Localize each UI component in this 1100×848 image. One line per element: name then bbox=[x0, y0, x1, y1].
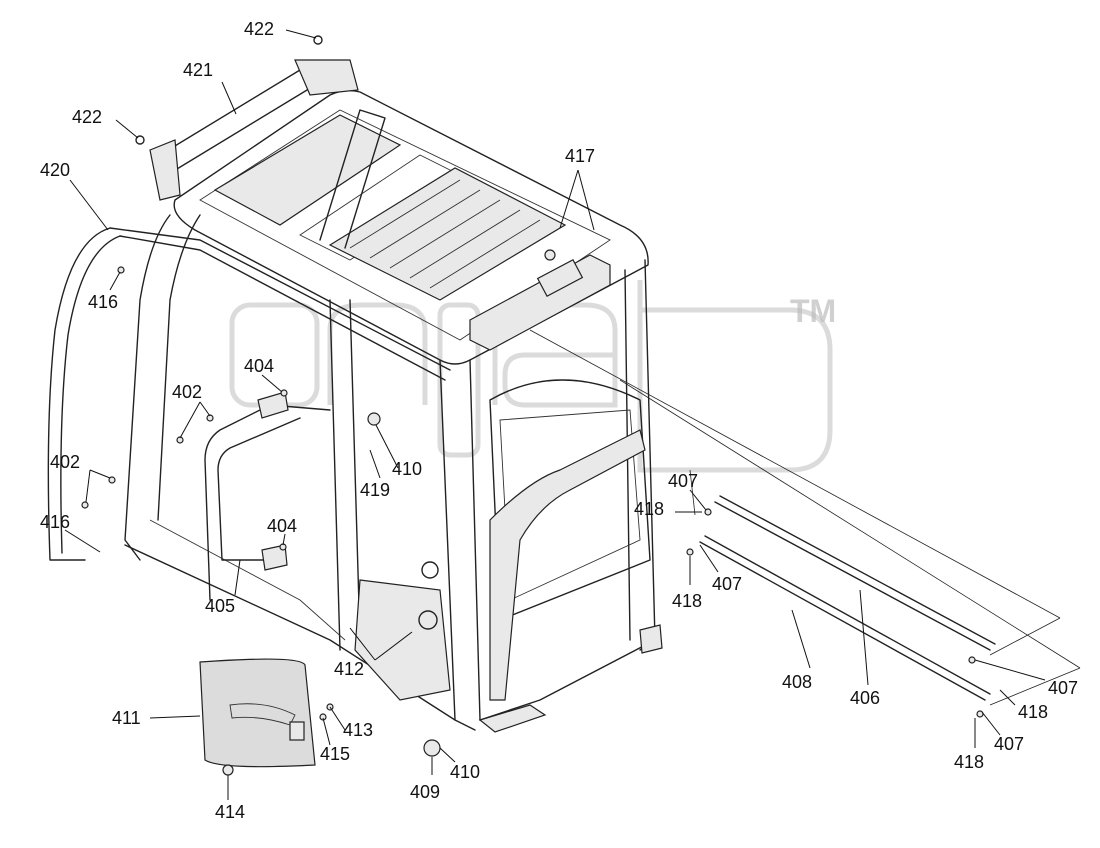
door-panel bbox=[199, 658, 316, 768]
callout-406: 406 bbox=[850, 688, 880, 708]
callout-402-mid: 402 bbox=[172, 382, 202, 402]
callout-422-left: 422 bbox=[72, 107, 102, 127]
callout-418-d: 418 bbox=[954, 752, 984, 772]
watermark-trademark: TM bbox=[790, 293, 836, 329]
callout-labels: 422 421 422 420 416 404 402 402 416 404 … bbox=[40, 19, 1078, 822]
callout-402-left: 402 bbox=[50, 452, 80, 472]
callout-409: 409 bbox=[410, 782, 440, 802]
callout-405: 405 bbox=[205, 596, 235, 616]
callout-416-top: 416 bbox=[88, 292, 118, 312]
callout-410-bottom: 410 bbox=[450, 762, 480, 782]
callout-410-top: 410 bbox=[392, 459, 422, 479]
callout-421: 421 bbox=[183, 60, 213, 80]
callout-404-top: 404 bbox=[244, 356, 274, 376]
callout-419: 419 bbox=[360, 480, 390, 500]
callout-407-c: 407 bbox=[1048, 678, 1078, 698]
callout-416-bottom: 416 bbox=[40, 512, 70, 532]
cab-frame bbox=[124, 89, 663, 733]
callout-413: 413 bbox=[343, 720, 373, 740]
callout-411: 411 bbox=[112, 708, 141, 728]
guide-lines bbox=[529, 329, 1081, 706]
callout-408: 408 bbox=[782, 672, 812, 692]
grab-handle bbox=[204, 391, 331, 601]
callout-415: 415 bbox=[320, 744, 350, 764]
callout-404-bottom: 404 bbox=[267, 516, 297, 536]
callout-414: 414 bbox=[215, 802, 245, 822]
callout-407-a: 407 bbox=[668, 471, 698, 491]
top-lamp-assembly bbox=[135, 35, 359, 201]
callout-422-top: 422 bbox=[244, 19, 274, 39]
callout-420: 420 bbox=[40, 160, 70, 180]
callout-407-b: 407 bbox=[712, 574, 742, 594]
callout-418-c: 418 bbox=[1018, 702, 1048, 722]
callout-407-d: 407 bbox=[994, 734, 1024, 754]
callout-417: 417 bbox=[565, 146, 595, 166]
callout-412: 412 bbox=[334, 659, 364, 679]
front-window-frame bbox=[47, 227, 451, 561]
callout-418-a: 418 bbox=[634, 499, 664, 519]
callout-418-b: 418 bbox=[672, 591, 702, 611]
leader-lines bbox=[64, 29, 1046, 800]
rods bbox=[686, 495, 996, 718]
